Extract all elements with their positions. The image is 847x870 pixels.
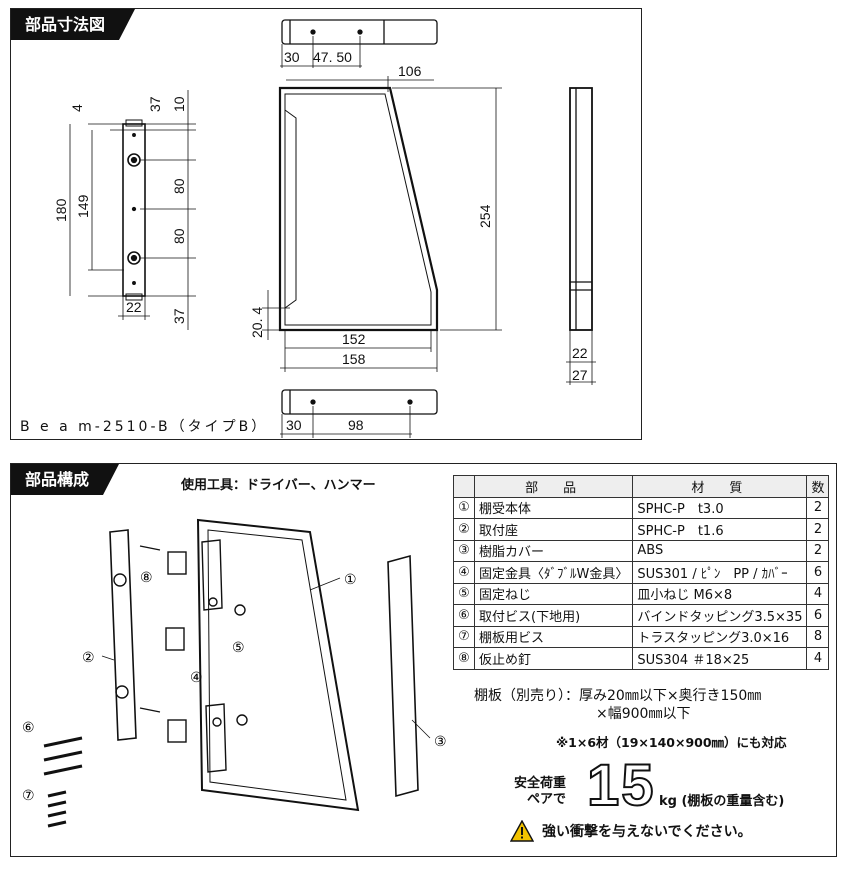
parts-table: 部 品 材 質 数 ① 棚受本体 SPHC-P t3.0 2 ② 取付座 SPH… (453, 475, 830, 670)
shelf-line-2: ×幅900㎜以下 (596, 706, 691, 722)
callout-1: ① (344, 571, 357, 587)
load-unit: kg (棚板の重量含む) (659, 794, 785, 809)
dim-204: 20. 4 (249, 307, 265, 338)
table-row: ⑦ 棚板用ビス トラスタッピング3.0×16 8 (453, 625, 830, 648)
dim-180: 180 (53, 198, 69, 222)
warning-icon (510, 820, 534, 842)
dim-80-lower: 80 (171, 228, 187, 244)
dim-254: 254 (477, 204, 493, 228)
dim-30-top: 30 (284, 49, 300, 65)
dim-22-side: 22 (572, 345, 588, 361)
shelf-line-1: 棚板（別売り）：厚み20㎜以下×奥行き150㎜ (474, 688, 762, 704)
callout-4: ④ (190, 669, 203, 685)
dim-10: 10 (171, 96, 187, 112)
dim-22-plate: 22 (126, 299, 142, 315)
dim-37-bottom: 37 (171, 308, 187, 324)
dim-37-top: 37 (147, 96, 163, 112)
dimension-title: 部品寸法図 (11, 9, 136, 40)
warning-text: 強い衝撃を与えないでください。 (542, 824, 752, 840)
exploded-view: ① ② ③ ④ ⑤ ⑥ ⑦ ⑧ (22, 518, 447, 828)
dim-152: 152 (342, 331, 366, 347)
parts-title: 部品構成 (11, 464, 120, 495)
table-row: ① 棚受本体 SPHC-P t3.0 2 (453, 496, 830, 519)
table-row: ⑤ 固定ねじ 皿小ねじ M6×8 4 (453, 582, 830, 605)
dim-98: 98 (348, 417, 364, 433)
parts-panel: 部品構成 (10, 463, 837, 857)
header-material: 材 質 (632, 475, 808, 498)
table-row: ② 取付座 SPHC-P t1.6 2 (453, 518, 830, 541)
dimension-drawing: 30 47. 50 106 254 20. 4 152 158 22 27 30… (53, 19, 596, 438)
warning: 強い衝撃を与えないでください。 (510, 820, 752, 842)
dim-4: 4 (69, 104, 85, 112)
compat-note: ※1×6材（19×140×900㎜）にも対応 (556, 735, 787, 750)
dim-30-bottom: 30 (286, 417, 302, 433)
header-part: 部 品 (473, 475, 634, 498)
dim-158: 158 (342, 351, 366, 367)
table-row: ⑧ 仮止め釘 SUS304 ＃18×25 4 (453, 647, 830, 670)
dimension-panel: 部品寸法図 (10, 8, 642, 440)
shelf-spec: 棚板（別売り）：厚み20㎜以下×奥行き150㎜ ×幅900㎜以下 (474, 687, 761, 723)
callout-2: ② (82, 649, 95, 665)
tools-note: 使用工具：ドライバー、ハンマー (181, 478, 376, 493)
table-row: ④ 固定金具〈ﾀﾞﾌﾞﾙW金具〉 SUS301 / ﾋﾟﾝ PP / ｶﾊﾞｰ … (453, 561, 830, 584)
table-row: ③ 樹脂カバー ABS 2 (453, 539, 830, 562)
callout-3: ③ (434, 733, 447, 749)
dim-4750: 47. 50 (313, 49, 352, 65)
table-row: ⑥ 取付ビス(下地用) バインドタッピング3.5×35 6 (453, 604, 830, 627)
callout-8: ⑧ (140, 569, 153, 585)
header-qty: 数 (806, 475, 830, 498)
callout-5: ⑤ (232, 639, 245, 655)
dim-106: 106 (398, 63, 422, 79)
callout-7: ⑦ (22, 787, 35, 803)
model-name: B e a m-2510-B（タイプB） (20, 419, 269, 435)
dim-27: 27 (572, 367, 588, 383)
load-value: 15 (586, 752, 656, 819)
callout-6: ⑥ (22, 719, 35, 735)
dim-149: 149 (75, 194, 91, 218)
dim-80-upper: 80 (171, 178, 187, 194)
load-label: 安全荷重 ペアで (514, 776, 567, 807)
